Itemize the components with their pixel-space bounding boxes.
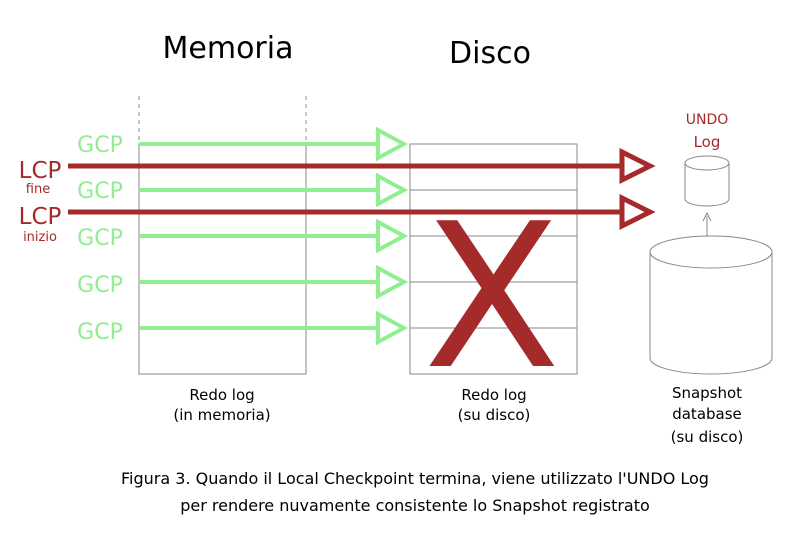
- snapshot-caption-line2: database: [672, 405, 742, 423]
- lcp-fine-sublabel: fine: [26, 182, 50, 197]
- disk-caption-line1: Redo log: [461, 386, 526, 404]
- lcp-inizio-arrow: [68, 193, 656, 231]
- disk-block: [409, 143, 578, 375]
- gcp-label: GCP: [77, 133, 123, 158]
- snapshot-caption-line1: Snapshot: [672, 384, 742, 402]
- figure-caption-line1: Figura 3. Quando il Local Checkpoint ter…: [121, 469, 709, 488]
- snapshot-database-cylinder: [649, 235, 773, 375]
- lcp-inizio-label: LCP: [19, 204, 62, 230]
- gcp-arrow: [139, 264, 409, 300]
- disk-cross-mark: X: [423, 181, 560, 414]
- gcp-label: GCP: [77, 226, 123, 251]
- lcp-fine-arrow: [68, 147, 656, 185]
- figure-caption-line2: per rendere nuvamente consistente lo Sna…: [180, 496, 650, 515]
- gcp-arrow: [139, 126, 409, 162]
- undo-log-label: Log: [694, 133, 721, 151]
- lcp-fine-label: LCP: [19, 158, 62, 184]
- disk-caption-line2: (su disco): [458, 406, 531, 424]
- gcp-arrow: [139, 172, 409, 208]
- gcp-label: GCP: [77, 320, 123, 345]
- snapshot-caption-line3: (su disco): [671, 428, 744, 446]
- disk-redo-log: X: [409, 143, 578, 414]
- undo-log-cylinder: [684, 155, 730, 207]
- undo-label: UNDO: [686, 112, 729, 128]
- memory-block: [138, 143, 307, 375]
- memory-caption-line2: (in memoria): [173, 406, 270, 424]
- header-memoria: Memoria: [163, 31, 294, 66]
- gcp-label: GCP: [77, 273, 123, 298]
- memory-caption-line1: Redo log: [189, 386, 254, 404]
- gcp-arrow: [139, 218, 409, 254]
- gcp-label: GCP: [77, 179, 123, 204]
- gcp-arrow: [139, 310, 409, 346]
- lcp-inizio-sublabel: inizio: [23, 230, 57, 245]
- header-disco: Disco: [449, 36, 531, 71]
